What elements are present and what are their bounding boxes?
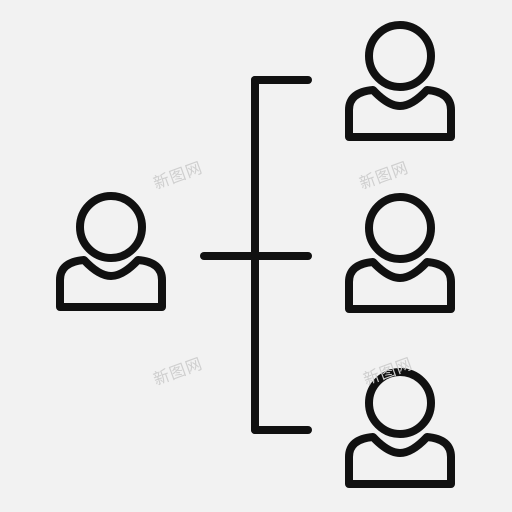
child-person-icon xyxy=(345,21,455,141)
child-person-icon xyxy=(345,193,455,313)
parent-person-icon xyxy=(56,192,166,311)
child-person-icon xyxy=(345,368,455,488)
connector-bracket xyxy=(200,76,312,434)
